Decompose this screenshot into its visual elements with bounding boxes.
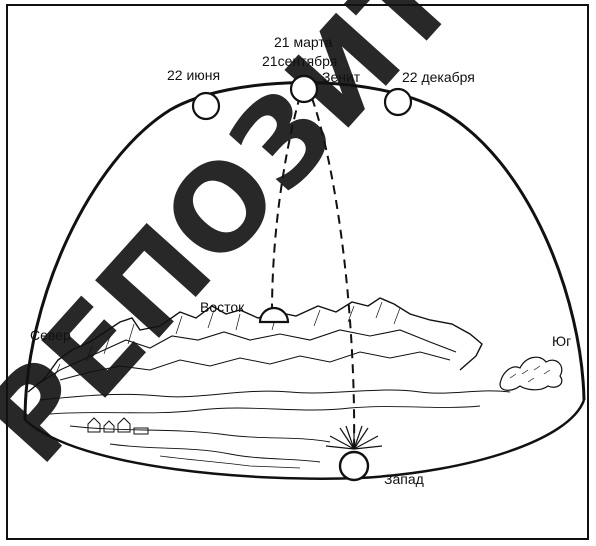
ground-lines-3 <box>160 456 300 468</box>
sun-equinox <box>291 76 317 102</box>
label-september: 21сентября <box>262 53 337 69</box>
label-north: Север <box>30 327 71 343</box>
watermark: РЕПОЗИТОРИЙ <box>0 0 596 489</box>
label-west: Запад <box>384 471 424 487</box>
sun-june <box>193 93 219 119</box>
label-june: 22 июня <box>167 67 220 83</box>
label-march: 21 марта <box>274 34 333 50</box>
ground-lines-2 <box>110 444 320 462</box>
label-zenith: Зенит <box>322 69 361 85</box>
sun-rising-east <box>260 308 288 322</box>
label-east: Восток <box>200 299 245 315</box>
label-south: Юг <box>552 333 571 349</box>
sun-setting-west <box>326 424 382 480</box>
label-december: 22 декабря <box>402 69 475 85</box>
sun-december <box>385 89 411 115</box>
bushes-right <box>500 357 562 390</box>
bushes-right-texture <box>510 366 550 382</box>
